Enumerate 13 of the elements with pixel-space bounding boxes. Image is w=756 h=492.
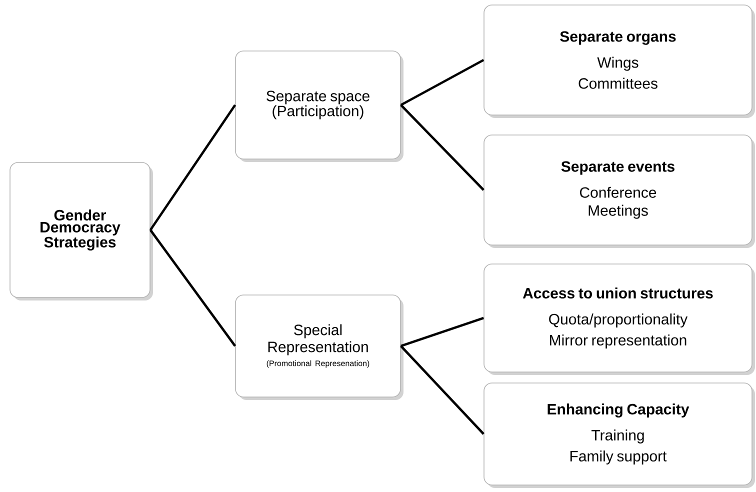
text-box: Separate organs Wings Committees xyxy=(484,4,752,116)
text-box: Enhancing Capacity Training Family support xyxy=(484,382,752,486)
connector-line xyxy=(149,229,236,347)
connector-line xyxy=(400,104,484,191)
connector-line xyxy=(400,316,484,348)
text-box: Special Representation (Promotional Represenation) xyxy=(235,294,401,398)
text-box: Separate space (Participation) xyxy=(235,50,401,160)
connector-line xyxy=(149,104,236,231)
text-box: Separate events Conference Meetings xyxy=(484,134,752,246)
text-box: Gender Democracy Strategies xyxy=(10,162,150,298)
connector-line xyxy=(400,345,484,435)
text-box: Access to union structures Quota/proportionality Mirror representation xyxy=(484,264,752,372)
connector-line xyxy=(400,58,484,106)
